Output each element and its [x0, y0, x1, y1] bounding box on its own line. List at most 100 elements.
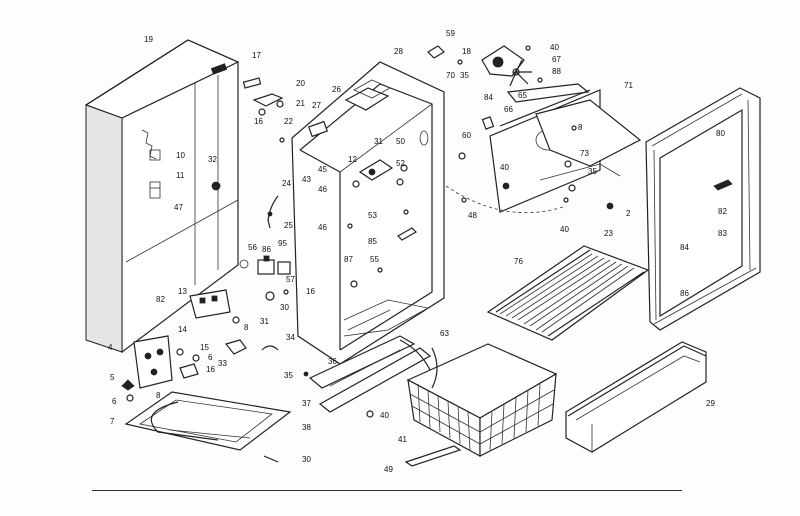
label-40d: 40: [380, 411, 389, 420]
label-46a: 46: [318, 185, 327, 194]
label-34: 34: [286, 333, 295, 342]
label-29: 29: [706, 399, 715, 408]
label-56: 56: [248, 243, 257, 252]
label-35c: 35: [284, 371, 293, 380]
label-85: 85: [368, 237, 377, 246]
label-86: 86: [262, 245, 271, 254]
label-46b: 46: [318, 223, 327, 232]
label-48: 48: [468, 211, 477, 220]
label-33: 33: [218, 359, 227, 368]
label-16b: 16: [306, 287, 315, 296]
label-67: 67: [552, 55, 561, 64]
label-31: 31: [260, 317, 269, 326]
label-50: 50: [396, 137, 405, 146]
label-40a: 40: [550, 43, 559, 52]
label-32: 32: [208, 155, 217, 164]
label-16c: 16: [206, 365, 215, 374]
wire-shelf: [486, 245, 650, 341]
label-6a: 6: [208, 353, 213, 362]
fan-assembly: [427, 45, 543, 87]
label-95: 95: [278, 239, 287, 248]
label-13: 13: [178, 287, 187, 296]
label-84b: 84: [680, 243, 689, 252]
label-10: 10: [176, 151, 185, 160]
label-23: 23: [604, 229, 613, 238]
label-53: 53: [368, 211, 377, 220]
label-60: 60: [462, 131, 471, 140]
label-30b: 30: [302, 455, 311, 464]
drawer-slides: [303, 335, 438, 418]
label-57: 57: [286, 275, 295, 284]
label-18: 18: [462, 47, 471, 56]
label-35a: 35: [460, 71, 469, 80]
wire-basket: [406, 343, 558, 458]
label-15: 15: [200, 343, 209, 352]
label-88: 88: [552, 67, 561, 76]
label-45: 45: [318, 165, 327, 174]
label-16: 16: [254, 117, 263, 126]
wire-harness: [267, 195, 279, 229]
label-22: 22: [284, 117, 293, 126]
label-36: 36: [328, 357, 337, 366]
label-76: 76: [514, 257, 523, 266]
label-25: 25: [284, 221, 293, 230]
label-12: 12: [348, 155, 357, 164]
label-17: 17: [252, 51, 261, 60]
evaporator-cover: [458, 83, 642, 213]
label-52: 52: [396, 159, 405, 168]
label-40c: 40: [560, 225, 569, 234]
label-6b: 6: [112, 397, 117, 406]
label-7: 7: [110, 417, 115, 426]
inner-liner: [291, 61, 445, 365]
label-80: 80: [716, 129, 725, 138]
cabinet-outer-shell: [84, 39, 249, 354]
label-28: 28: [394, 47, 403, 56]
label-83: 83: [718, 229, 727, 238]
label-66: 66: [504, 105, 513, 114]
lower-hinge-assembly: [121, 289, 279, 402]
label-8b: 8: [156, 391, 161, 400]
crisper-front: [565, 341, 707, 453]
label-11: 11: [176, 171, 185, 180]
drain-pan: [124, 391, 292, 451]
label-63: 63: [440, 329, 449, 338]
label-20: 20: [296, 79, 305, 88]
label-65: 65: [518, 91, 527, 100]
label-84a: 84: [484, 93, 493, 102]
label-24: 24: [282, 179, 291, 188]
basket-rail: [404, 445, 462, 467]
label-37: 37: [302, 399, 311, 408]
label-49: 49: [384, 465, 393, 474]
label-21: 21: [296, 99, 305, 108]
label-86b: 86: [680, 289, 689, 298]
hinge-parts: [242, 77, 285, 143]
label-70: 70: [446, 71, 455, 80]
label-55: 55: [370, 255, 379, 264]
harness-clip: [267, 211, 273, 217]
label-47: 47: [174, 203, 183, 212]
label-14: 14: [178, 325, 187, 334]
label-31b: 31: [374, 137, 383, 146]
label-59: 59: [446, 29, 455, 38]
door-gasket-frame: [645, 87, 761, 331]
label-2: 2: [626, 209, 631, 218]
label-82a: 82: [156, 295, 165, 304]
label-8c: 8: [578, 123, 583, 132]
label-38: 38: [302, 423, 311, 432]
label-19: 19: [144, 35, 153, 44]
label-4: 4: [108, 343, 113, 352]
label-26: 26: [332, 85, 341, 94]
label-82b: 82: [718, 207, 727, 216]
bottom-clip: [263, 455, 279, 463]
label-40b: 40: [500, 163, 509, 172]
label-43: 43: [302, 175, 311, 184]
label-5: 5: [110, 373, 115, 382]
label-27: 27: [312, 101, 321, 110]
label-73: 73: [580, 149, 589, 158]
thermostat-parts: [257, 255, 291, 301]
label-8a: 8: [244, 323, 249, 332]
label-41: 41: [398, 435, 407, 444]
label-30a: 30: [280, 303, 289, 312]
bottom-rule: [92, 490, 682, 491]
